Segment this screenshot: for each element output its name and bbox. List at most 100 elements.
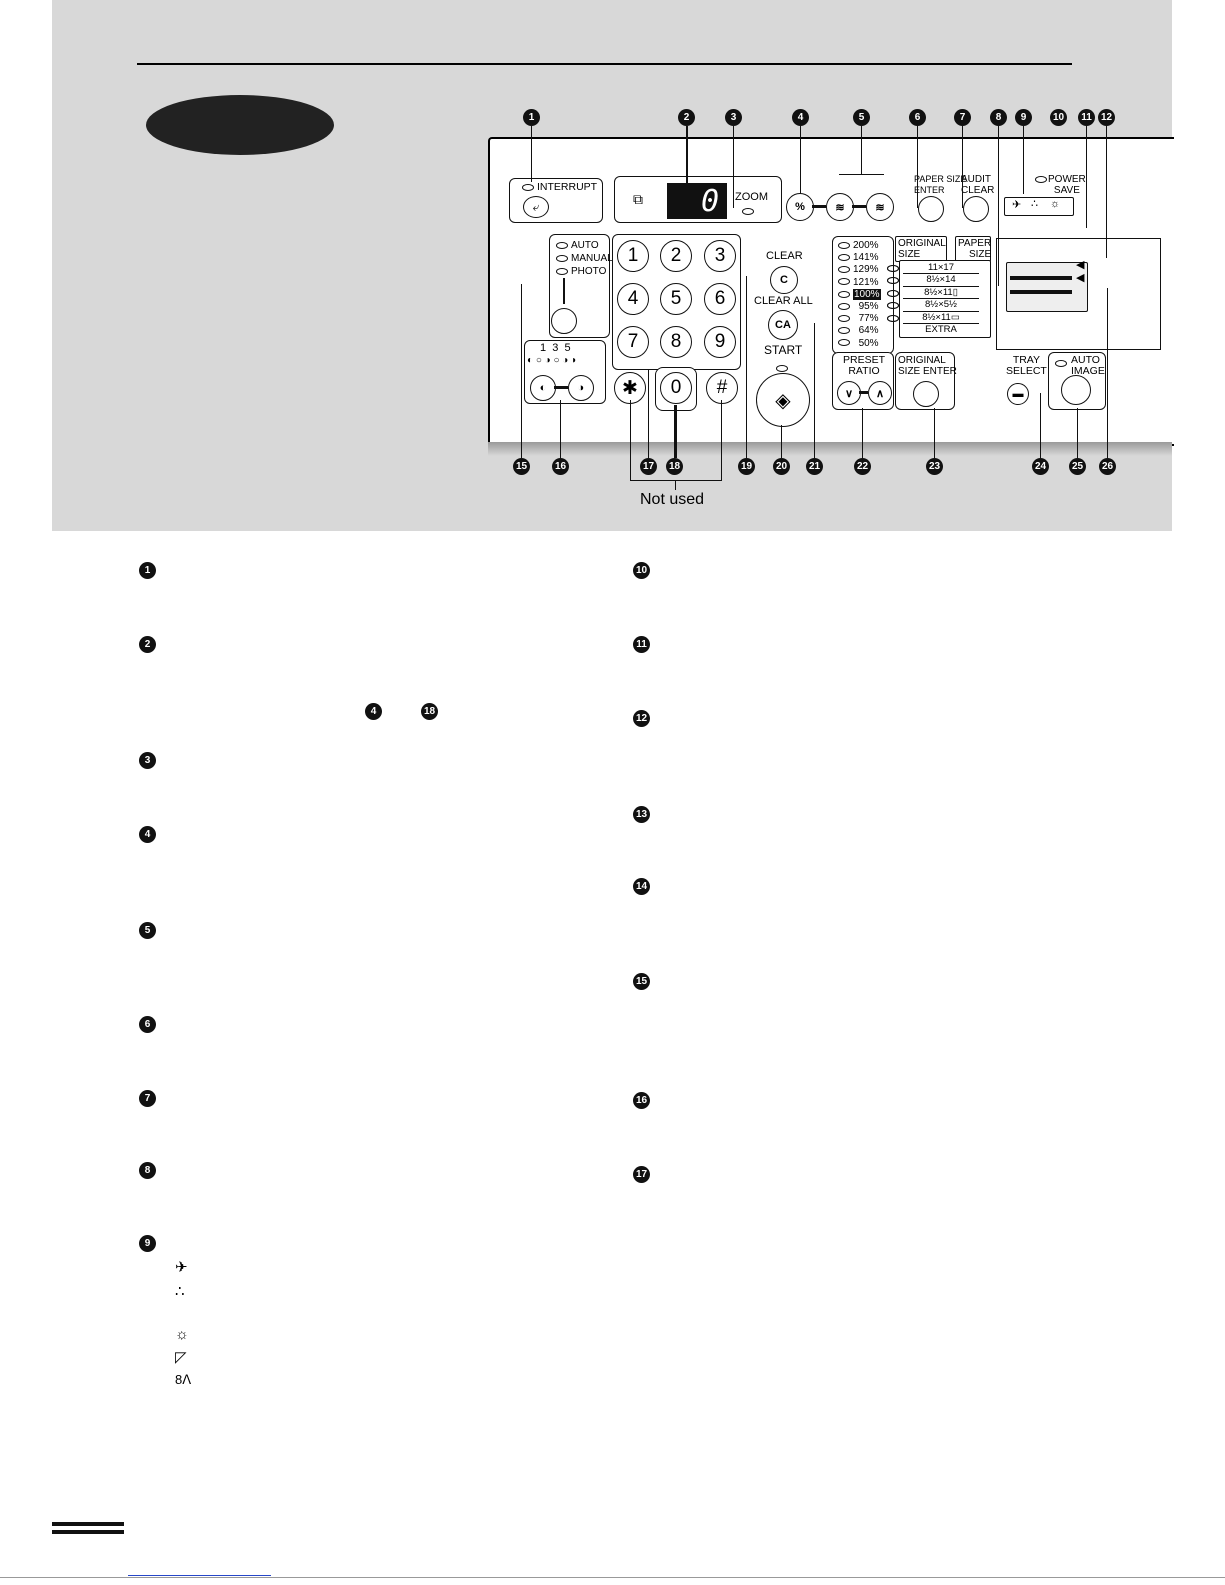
key-0[interactable]: 0 <box>660 372 692 404</box>
footer-link-underline[interactable] <box>128 1575 271 1576</box>
paper-icon-legend: ◸ <box>175 1349 187 1366</box>
leader-12 <box>1106 126 1107 258</box>
key-5[interactable]: 5 <box>660 283 692 315</box>
not-used-stem <box>675 480 676 490</box>
leader-5-bracket <box>839 174 884 175</box>
leader-22 <box>862 408 863 458</box>
ratio-link <box>859 391 868 394</box>
callout-11: 11 <box>1078 109 1095 126</box>
ratio-down-key[interactable]: ∨ <box>837 381 861 405</box>
original-size-enter-key[interactable] <box>913 381 939 407</box>
list-marker-11: 11 <box>633 636 650 653</box>
callout-5: 5 <box>853 109 870 126</box>
callout-8: 8 <box>990 109 1007 126</box>
copy-icon: ⧉ <box>633 191 643 207</box>
callout-3: 3 <box>725 109 742 126</box>
inline-ref-18: 18 <box>421 703 438 720</box>
leader-1 <box>531 126 532 182</box>
not-used-bracket <box>630 480 722 481</box>
tray-2-indicator: ◀ <box>1076 272 1085 284</box>
clear-all-key[interactable]: CA <box>768 310 798 340</box>
zoom-key[interactable]: % <box>786 193 814 221</box>
paper-size-label-box <box>955 236 991 262</box>
power-save-indicator <box>1035 174 1050 185</box>
zoom-up-key[interactable]: ≋ <box>866 193 894 221</box>
leader-15 <box>521 284 522 458</box>
key-4[interactable]: 4 <box>617 283 649 315</box>
tray-select-label: TRAY SELECT <box>1006 354 1047 377</box>
key-8[interactable]: 8 <box>660 326 692 358</box>
list-marker-4: 4 <box>139 826 156 843</box>
not-used-left <box>630 400 631 480</box>
callout-10: 10 <box>1050 109 1067 126</box>
audit-clear-key[interactable] <box>963 196 989 222</box>
leader-9 <box>1023 126 1024 194</box>
leader-21 <box>814 323 815 458</box>
key-star[interactable]: ✱ <box>614 372 646 404</box>
list-marker-6: 6 <box>139 1016 156 1033</box>
interrupt-key[interactable]: ⤶ <box>523 196 549 218</box>
leader-25 <box>1077 408 1078 458</box>
list-marker-15: 15 <box>633 973 650 990</box>
size-row-8x11: 8½×11▯ <box>887 287 979 300</box>
list-marker-3: 3 <box>139 752 156 769</box>
list-marker-8: 8 <box>139 1162 156 1179</box>
key-3[interactable]: 3 <box>704 240 736 272</box>
misfeed-icon-legend: 8ᐱ <box>175 1372 192 1387</box>
callout-15: 15 <box>513 458 530 475</box>
tray-select-key[interactable]: ▬ <box>1007 383 1029 405</box>
key-2[interactable]: 2 <box>660 240 692 272</box>
ratio-up-key[interactable]: ∧ <box>868 381 892 405</box>
auto-image-key[interactable] <box>1061 375 1091 405</box>
light-key[interactable]: ◐ <box>530 375 556 401</box>
ratio-141: 141% <box>838 252 881 264</box>
list-marker-12: 12 <box>633 710 650 727</box>
toner-icon: ∴ <box>1031 198 1038 210</box>
callout-9: 9 <box>1015 109 1032 126</box>
key-9[interactable]: 9 <box>704 326 736 358</box>
leader-2 <box>686 126 688 184</box>
clear-label: CLEAR <box>766 250 803 262</box>
dark-key[interactable]: ◑ <box>568 375 594 401</box>
ratio-100: 100% <box>838 288 881 301</box>
clear-key[interactable]: C <box>770 266 798 294</box>
key-6[interactable]: 6 <box>704 283 736 315</box>
callout-12: 12 <box>1098 109 1115 126</box>
preset-ratio-label: PRESET RATIO <box>843 354 886 377</box>
interrupt-label: INTERRUPT <box>522 182 597 193</box>
paper-size-enter-key[interactable] <box>918 196 944 222</box>
start-key[interactable]: ◈ <box>756 373 810 427</box>
leader-8 <box>998 126 999 286</box>
leader-23 <box>934 408 935 458</box>
zoom-indicator <box>742 206 757 217</box>
size-row-extra: EXTRA <box>925 323 957 335</box>
key-1[interactable]: 1 <box>617 240 649 272</box>
footer-line <box>0 1577 1225 1578</box>
zoom-down-key[interactable]: ≋ <box>826 193 854 221</box>
callout-25: 25 <box>1069 458 1086 475</box>
panel-edge <box>488 442 1172 456</box>
tray-diagram <box>1006 262 1088 312</box>
leader-19 <box>746 276 747 458</box>
tray-1-indicator: ◀ <box>1076 259 1085 271</box>
callout-21: 21 <box>806 458 823 475</box>
interrupt-section <box>509 178 603 223</box>
key-hash[interactable]: # <box>706 372 738 404</box>
tray-2 <box>1010 290 1072 294</box>
callout-23: 23 <box>926 458 943 475</box>
exposure-scale-indicators: ◐ ○ ◑ ○ ◑ ◗ <box>527 355 578 366</box>
exposure-key[interactable] <box>551 308 577 334</box>
callout-16: 16 <box>552 458 569 475</box>
list-marker-5: 5 <box>139 922 156 939</box>
audit-clear-label: AUDIT CLEAR <box>961 174 995 196</box>
auto-image-indicator <box>1055 358 1070 369</box>
callout-20: 20 <box>773 458 790 475</box>
leader-7 <box>962 126 963 208</box>
list-marker-10: 10 <box>633 562 650 579</box>
callout-26: 26 <box>1099 458 1116 475</box>
key-7[interactable]: 7 <box>617 326 649 358</box>
callout-22: 22 <box>854 458 871 475</box>
start-indicator <box>776 363 791 374</box>
developer-icon: ☼ <box>1050 198 1061 210</box>
footer-bar-1 <box>52 1522 124 1526</box>
